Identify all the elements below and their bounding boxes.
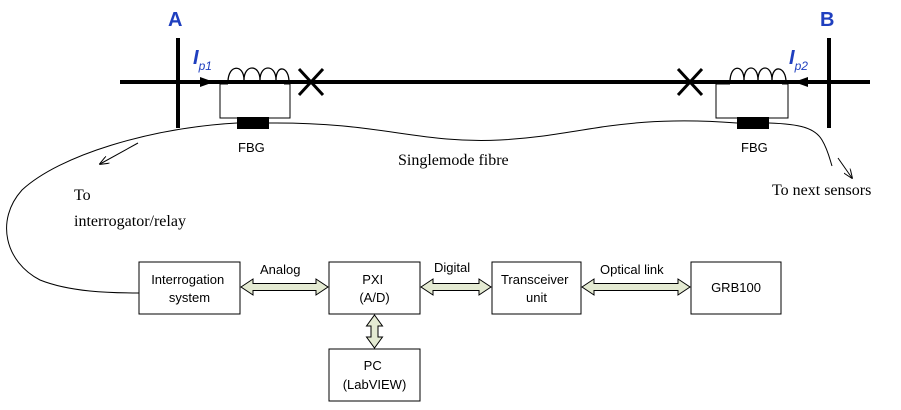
- pc-label: PC (LabVIEW): [343, 358, 407, 392]
- current-label-p1: Ip1: [193, 47, 212, 73]
- current-arrow-p2: [794, 77, 808, 87]
- current-transformer-coil-right: [729, 67, 787, 83]
- bus-label-b: B: [820, 9, 834, 31]
- bus-label-a: A: [168, 9, 182, 31]
- digital-link-label: Digital: [434, 260, 470, 275]
- to-next-sensors-label: To next sensors: [772, 182, 871, 199]
- to-interrogator-label: To interrogator/relay: [74, 187, 186, 230]
- grb100-label: GRB100: [711, 280, 761, 295]
- current-arrow-p1: [200, 77, 214, 87]
- grb100-box: [690, 261, 782, 315]
- pxi-pc-link-arrow: [365, 314, 384, 349]
- arrow-to-interrogator: [100, 142, 139, 164]
- optical-link-label: Optical link: [600, 262, 664, 277]
- fibre-to-interrogator: [6, 122, 238, 294]
- arrow-to-next-sensors: [837, 157, 852, 178]
- fbg-sensor-right: [737, 117, 769, 129]
- sensor-loop-left: [219, 83, 291, 119]
- circuit-breaker-left: [297, 67, 325, 97]
- transceiver-unit-box: [491, 261, 582, 315]
- pxi-box: [328, 261, 421, 315]
- pxi-label: PXI (A/D): [359, 272, 389, 305]
- fbg-sensor-left: [237, 117, 269, 129]
- analog-link-label: Analog: [260, 262, 300, 277]
- fibre-to-next-sensors: [768, 122, 833, 167]
- fbg-label-right: FBG: [741, 140, 768, 155]
- optical-link-arrow: [581, 278, 691, 296]
- interrogation-system-box: [138, 261, 241, 315]
- analog-link-arrow: [240, 278, 329, 296]
- singlemode-fibre-label: Singlemode fibre: [398, 152, 509, 169]
- sensor-loop-right: [715, 83, 789, 119]
- current-transformer-coil-left: [227, 67, 290, 83]
- current-label-p2: Ip2: [789, 47, 808, 73]
- singlemode-fibre: [268, 120, 738, 141]
- transceiver-unit-label: Transceiver unit: [501, 272, 572, 305]
- pc-box: [328, 348, 421, 402]
- fbg-label-left: FBG: [238, 140, 265, 155]
- digital-link-arrow: [420, 278, 492, 296]
- circuit-breaker-right: [676, 67, 704, 97]
- interrogation-system-label: Interrogation system: [151, 272, 228, 305]
